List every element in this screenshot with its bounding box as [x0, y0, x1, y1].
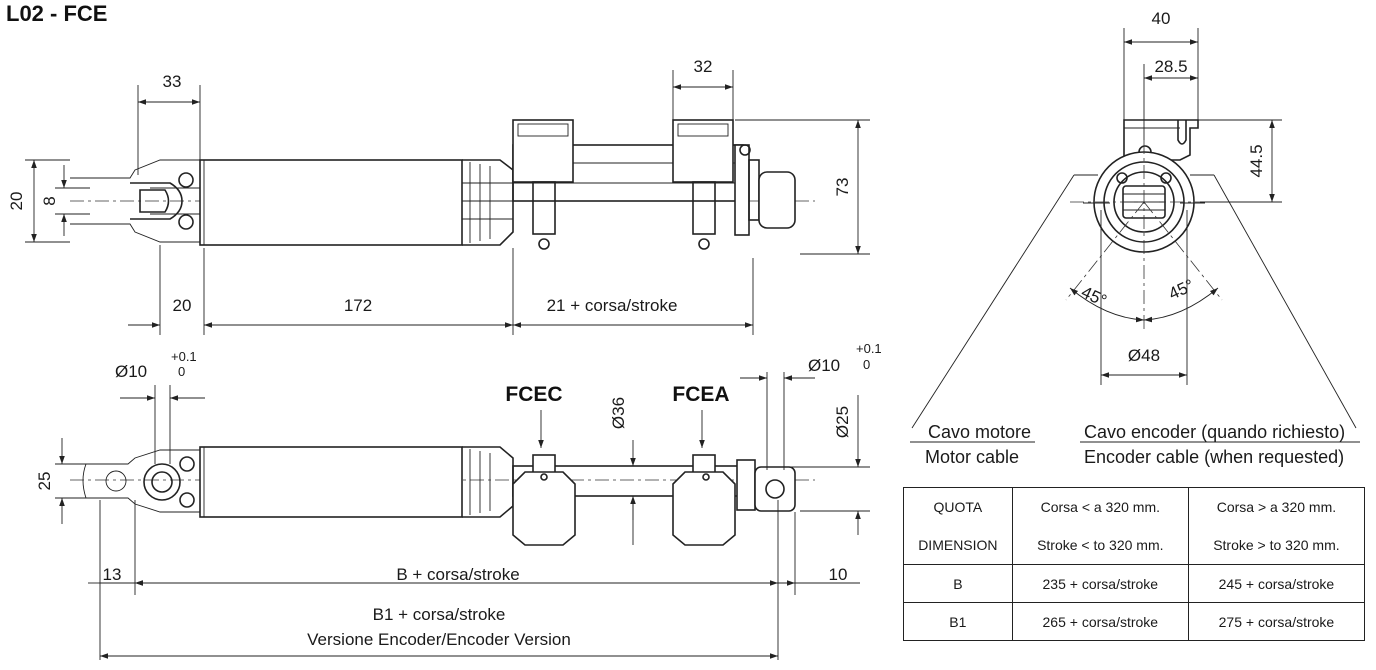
table-header-cell: Stroke < to 320 mm. [1011, 526, 1189, 565]
drawing-title: L02 - FCE [6, 1, 107, 26]
callout-motor-it: Cavo motore [928, 422, 1031, 442]
dim-25: 25 [35, 472, 54, 491]
tol-right-upper: +0.1 [856, 341, 882, 356]
dim-dia25: Ø25 [833, 406, 852, 438]
table-cell: 235 + corsa/stroke [1011, 564, 1189, 603]
tol-left-lower: 0 [178, 364, 185, 379]
table-header-cell: QUOTA [903, 487, 1013, 526]
tag-fcea: FCEA [672, 383, 729, 406]
table-header-cell: Corsa > a 320 mm. [1187, 487, 1366, 526]
dim-44-5: 44.5 [1247, 144, 1266, 177]
table-cell: 265 + corsa/stroke [1011, 602, 1189, 641]
dim-dia10-right: Ø10 [808, 356, 840, 375]
dim-dia10-left: Ø10 [115, 362, 147, 381]
dim-20-vertical: 20 [7, 192, 26, 211]
dim-13: 13 [103, 565, 122, 584]
tol-left-upper: +0.1 [171, 349, 197, 364]
table-cell: B [903, 564, 1013, 603]
dim-10: 10 [829, 565, 848, 584]
table-header-it: QUOTA Corsa < a 320 mm. Corsa > a 320 mm… [903, 487, 1366, 526]
dim-dia36: Ø36 [609, 397, 628, 429]
table-header-cell: DIMENSION [903, 526, 1013, 565]
angle-right: 45° [1166, 276, 1197, 304]
callout-encoder-it: Cavo encoder (quando richiesto) [1084, 422, 1345, 442]
table-cell: B1 [903, 602, 1013, 641]
dim-20-horizontal: 20 [173, 296, 192, 315]
table-header-cell: Stroke > to 320 mm. [1187, 526, 1366, 565]
dim-b1-note: Versione Encoder/Encoder Version [307, 630, 571, 649]
tag-fcec: FCEC [505, 383, 562, 406]
table-header-en: DIMENSION Stroke < to 320 mm. Stroke > t… [903, 526, 1366, 565]
table-row: B1 265 + corsa/stroke 275 + corsa/stroke [903, 602, 1366, 641]
dim-8: 8 [40, 196, 59, 205]
tol-right-lower: 0 [863, 357, 870, 372]
table-header-cell: Corsa < a 320 mm. [1011, 487, 1189, 526]
angle-left: 45° [1078, 282, 1109, 310]
dim-b-stroke: B + corsa/stroke [396, 565, 519, 584]
callout-encoder-en: Encoder cable (when requested) [1084, 447, 1344, 467]
dim-b1-stroke: B1 + corsa/stroke [373, 605, 506, 624]
table-row: B 235 + corsa/stroke 245 + corsa/stroke [903, 564, 1366, 603]
dim-40: 40 [1152, 9, 1171, 28]
dimension-table: QUOTA Corsa < a 320 mm. Corsa > a 320 mm… [903, 487, 1366, 641]
callout-motor-en: Motor cable [925, 447, 1019, 467]
dim-28-5: 28.5 [1154, 57, 1187, 76]
dim-32: 32 [694, 57, 713, 76]
table-cell: 275 + corsa/stroke [1187, 602, 1366, 641]
dim-21-stroke: 21 + corsa/stroke [547, 296, 678, 315]
side-view: 33 32 20 8 73 20 172 21 + corsa/stroke [7, 57, 870, 335]
dim-172: 172 [344, 296, 372, 315]
dim-dia48: Ø48 [1128, 346, 1160, 365]
dim-33: 33 [163, 72, 182, 91]
table-cell: 245 + corsa/stroke [1187, 564, 1366, 603]
dim-73: 73 [833, 178, 852, 197]
top-view: FCEC FCEA Ø10 +0.1 0 Ø10 +0.1 0 Ø36 Ø25 [35, 341, 882, 660]
end-view: 45° 45° Ø48 40 28.5 44.5 Cavo motore Mot… [910, 9, 1360, 467]
